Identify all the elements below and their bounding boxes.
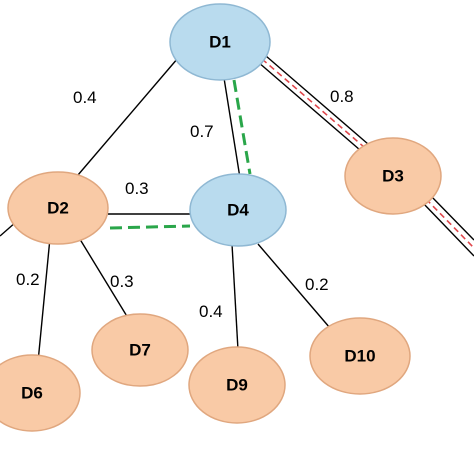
weight-d1-d2: 0.4 (73, 88, 97, 107)
edge-d4-d10 (257, 243, 331, 329)
node-d9: D9 (188, 346, 286, 424)
edge-d3-offpage-a (421, 201, 474, 257)
weight-d1-d3: 0.8 (330, 87, 354, 106)
node-d9-label: D9 (226, 376, 248, 395)
edge-d2-d6 (37, 237, 51, 363)
weight-d4-d9: 0.4 (199, 302, 223, 321)
node-d2-label: D2 (47, 199, 69, 218)
weight-d2-d7: 0.3 (110, 272, 134, 291)
edge-d2-d7 (77, 235, 129, 319)
edge-d1-d2 (71, 57, 179, 183)
green-path-d1-d4 (232, 79, 252, 175)
node-d1: D1 (169, 3, 271, 81)
node-d7-shape (91, 313, 189, 387)
node-d7: D7 (91, 313, 189, 387)
weight-d1-d4: 0.7 (190, 122, 214, 141)
red-path-d1-d3 (261, 58, 365, 148)
node-d7-label: D7 (129, 341, 151, 360)
edge-d1-d3-b (265, 55, 369, 145)
node-d3-label: D3 (382, 167, 404, 186)
edge-d3-offpage-b (429, 194, 474, 241)
node-d4-shape (189, 173, 287, 247)
node-d10: D10 (309, 317, 411, 395)
weight-d4-d10: 0.2 (305, 275, 329, 294)
edge-d4-d9 (231, 243, 239, 351)
node-d6-shape (0, 354, 81, 432)
node-d10-label: D10 (344, 347, 375, 366)
node-d3: D3 (344, 137, 442, 215)
weight-d2-d6: 0.2 (16, 270, 40, 289)
edge-d1-d4 (223, 77, 241, 179)
node-d9-shape (188, 346, 286, 424)
edge-d1-d3-a (257, 61, 361, 151)
node-d10-shape (309, 317, 411, 395)
node-d1-label: D1 (209, 33, 231, 52)
node-d4: D4 (189, 173, 287, 247)
node-d6-label: D6 (21, 384, 43, 403)
node-d2: D2 (7, 171, 109, 245)
node-d2-shape (7, 171, 109, 245)
node-d3-shape (344, 137, 442, 215)
red-path-d3-offpage (425, 198, 474, 249)
node-d6: D6 (0, 354, 81, 432)
green-path-d2-d4 (109, 224, 191, 230)
weight-d2-d4: 0.3 (125, 179, 149, 198)
node-d4-label: D4 (227, 201, 249, 220)
node-d1-shape (169, 3, 271, 81)
